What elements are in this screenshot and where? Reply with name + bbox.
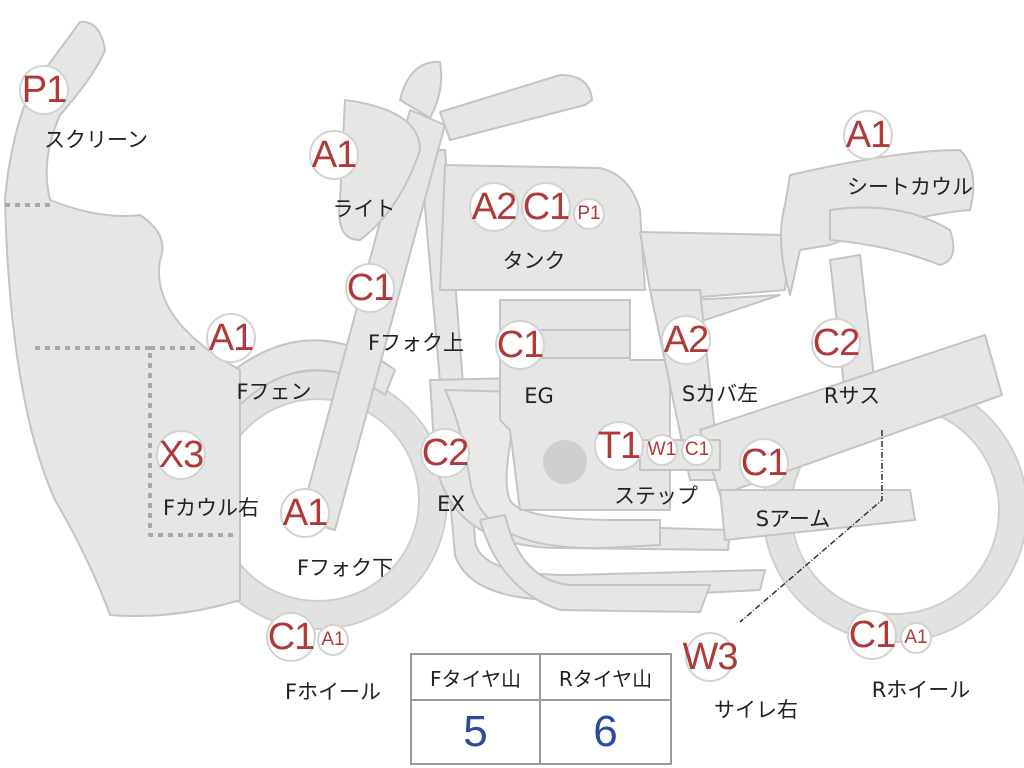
rwheel-label: Rホイール (871, 678, 971, 702)
ffork-lower-label: Fフォク下 (296, 556, 394, 580)
front-tire-header: Fタイヤ山 (412, 655, 541, 701)
step-code-1: T1 (594, 421, 644, 471)
frame-shape (419, 149, 766, 601)
seat-cowl-code-1: A1 (843, 110, 893, 160)
side-cover-left-label: Sカバ左 (681, 382, 759, 406)
tire-tread-table: Fタイヤ山 Rタイヤ山 5 6 (410, 653, 672, 765)
ffork-upper-label: Fフォク上 (367, 331, 465, 355)
fwheel-code-1: C1 (266, 612, 316, 662)
headlight-shape (338, 99, 421, 241)
exhaust-label: EX (437, 492, 465, 516)
seat-shape (639, 231, 791, 301)
ffender-code-1: A1 (206, 313, 256, 363)
rwheel-code-2: A1 (900, 622, 932, 654)
step-label: ステップ (614, 484, 698, 508)
fwheel-code-2: A1 (317, 624, 349, 656)
tank-label: タンク (502, 249, 566, 273)
fcowl-right-label: Fカウル右 (162, 496, 260, 520)
tank-code-3: P1 (573, 198, 605, 230)
engine-label: EG (524, 384, 554, 408)
seat-cowl-label: シートカウル (847, 175, 973, 199)
ffork-upper-code-1: C1 (345, 263, 395, 313)
screen-code-1: P1 (19, 65, 69, 115)
swing-arm-code-1: C1 (739, 438, 789, 488)
side-cover-left-code-1: A2 (661, 315, 711, 365)
ffork-lower-code-1: A1 (280, 488, 330, 538)
rear-tire-header: Rタイヤ山 (541, 655, 670, 701)
rear-suspension-code-1: C2 (811, 318, 861, 368)
rear-suspension-label: Rサス (823, 384, 881, 408)
step-code-3: C1 (681, 434, 713, 466)
front-fork-shape (299, 109, 446, 531)
front-tire-value: 5 (412, 701, 541, 763)
exhaust-shape (479, 514, 711, 613)
light-label: ライト (332, 197, 396, 221)
tank-code-2: C1 (521, 182, 571, 232)
ffender-label: Fフェン (236, 380, 312, 404)
swing-arm-label: Sアーム (755, 507, 831, 531)
fcowl-right-code-1: X3 (156, 430, 206, 480)
rear-tire-value: 6 (593, 707, 618, 756)
screen-label: スクリーン (44, 128, 148, 152)
light-code-1: A1 (309, 130, 359, 180)
engine-code-1: C1 (495, 320, 545, 370)
exhaust-code-1: C2 (420, 428, 470, 478)
fwheel-label: Fホイール (284, 680, 382, 704)
silencer-right-label: サイレ右 (714, 698, 798, 722)
step-code-2: W1 (646, 434, 678, 466)
silencer-right-code-1: W3 (683, 632, 739, 682)
tank-code-1: A2 (469, 182, 519, 232)
rwheel-code-1: C1 (847, 610, 897, 660)
